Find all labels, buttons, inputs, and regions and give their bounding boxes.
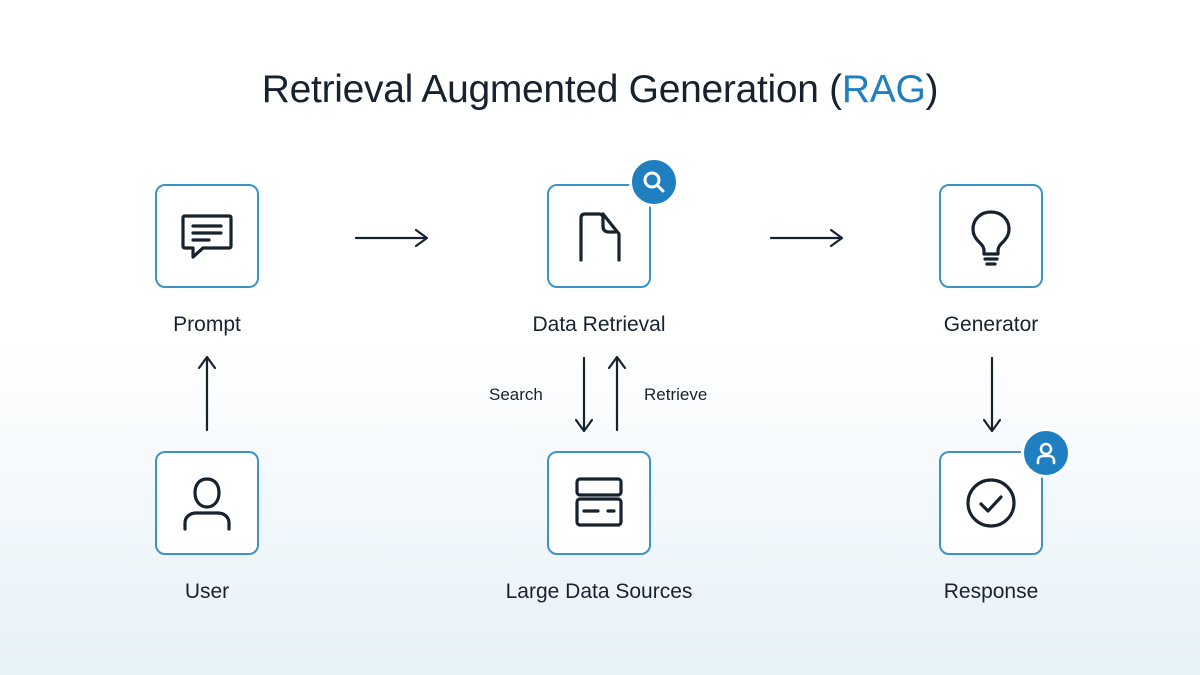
user-label: User (184, 580, 230, 603)
retrieve-edge-label: Retrieve (644, 385, 708, 404)
data-retrieval-node (547, 184, 651, 288)
arrow-prompt-to-retrieval (354, 228, 429, 248)
chat-message-icon (181, 214, 233, 259)
title-main: Retrieval Augmented Generation ( (261, 68, 842, 111)
user-badge (1021, 428, 1071, 478)
lightbulb-icon (971, 210, 1011, 266)
document-icon (579, 212, 621, 262)
diagram-title: Retrieval Augmented Generation (RAG) (0, 68, 1200, 112)
arrow-search-down (574, 356, 594, 433)
generator-node (939, 184, 1043, 288)
user-node (155, 451, 259, 555)
arrow-retrieval-to-generator (769, 228, 844, 248)
large-data-sources-node (547, 451, 651, 555)
response-label: Response (943, 580, 1039, 603)
arrow-retrieve-up (607, 355, 627, 432)
user-badge-icon (1036, 442, 1056, 465)
title-accent: RAG (841, 68, 926, 111)
check-circle-icon (966, 478, 1016, 528)
search-badge (629, 157, 679, 207)
search-edge-label: Search (489, 385, 543, 404)
prompt-label: Prompt (173, 313, 241, 336)
data-retrieval-label: Data Retrieval (532, 313, 666, 336)
user-icon (183, 477, 231, 531)
arrow-user-to-prompt (197, 355, 217, 432)
search-icon (643, 171, 665, 193)
database-server-icon (575, 477, 623, 527)
title-close: ) (925, 68, 939, 111)
prompt-node (155, 184, 259, 288)
arrow-generator-to-response (982, 356, 1002, 433)
generator-label: Generator (943, 313, 1039, 336)
large-data-sources-label: Large Data Sources (505, 580, 693, 603)
